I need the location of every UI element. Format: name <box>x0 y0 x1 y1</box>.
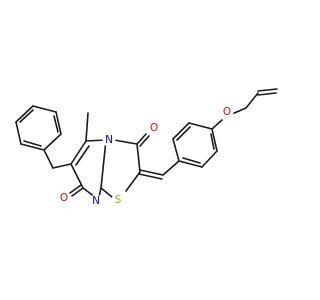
ring-sulfur: S <box>111 193 125 207</box>
bond-vinyl-double-1 <box>257 88 278 92</box>
bond-ring-b-3 <box>15 105 34 123</box>
bond-ring-a-inner-2 <box>182 157 201 164</box>
bond-ring-b-inner-3 <box>53 115 59 133</box>
molecule-structure: O O N S N O <box>15 88 278 208</box>
bond-ch2-phenyl <box>43 149 54 169</box>
bond-ring-b-1 <box>20 143 45 151</box>
bond-n-c8a <box>100 139 107 189</box>
bond-ring-b-2 <box>15 121 22 145</box>
carbonyl-oxygen-top-label: O <box>150 122 158 134</box>
carbonyl-oxygen-bottom: O <box>57 191 71 205</box>
bond-c2-c3 <box>136 143 141 173</box>
bond-ring-a-inner-3 <box>176 126 191 141</box>
bond-ring-a-2 <box>201 150 218 168</box>
bond-ring-b-inner-2 <box>19 109 34 123</box>
bond-c3-n <box>113 139 138 145</box>
bond-s-c8a <box>100 187 113 198</box>
bond-c3-o-double-1 <box>136 133 147 145</box>
bond-methine-c2-double-2 <box>138 173 163 180</box>
bond-methine-c2-double-1 <box>139 169 164 176</box>
bond-ring-a-3 <box>178 160 203 168</box>
bond-vinyl-double-2 <box>257 92 277 96</box>
imine-nitrogen: N <box>89 194 103 208</box>
bond-ring-b-4 <box>32 105 57 113</box>
bond-c7-o-double-1 <box>71 187 84 197</box>
atom-labels: O O N S N O <box>57 105 234 208</box>
ether-oxygen-label: O <box>223 106 231 118</box>
bond-ch2-o <box>231 107 247 115</box>
bond-ring-a-5 <box>172 122 190 140</box>
bond-ring-b-inner-1 <box>23 140 42 147</box>
bond-c5-c6-inner <box>75 145 90 166</box>
imine-nitrogen-label: N <box>92 195 100 207</box>
ring-nitrogen-label: N <box>105 134 113 146</box>
bond-o-aryl <box>211 119 223 130</box>
ether-oxygen: O <box>220 105 234 119</box>
bond-aryl-methine <box>162 160 180 176</box>
bond-ring-a-4 <box>172 138 180 162</box>
bond-c2-s <box>125 171 141 192</box>
bond-ring-b-5 <box>55 111 62 135</box>
bond-ring-a-inner-1 <box>210 133 215 150</box>
bond-c3-o-double-2 <box>139 135 150 147</box>
ring-sulfur-label: S <box>115 194 122 206</box>
bond-allyl-ch-ch2 <box>245 92 259 109</box>
carbonyl-oxygen-bottom-label: O <box>60 192 68 204</box>
carbonyl-oxygen-top: O <box>147 121 161 135</box>
bond-ring-a-6 <box>188 122 213 130</box>
bond-ring-b-6 <box>43 133 62 151</box>
bonds <box>15 88 278 198</box>
ring-nitrogen: N <box>102 133 116 147</box>
bond-c7-o-double-2 <box>69 184 82 194</box>
bond-c5-c6 <box>70 140 87 165</box>
bond-c5-methyl <box>85 112 89 142</box>
bond-c6-ch2 <box>52 163 72 169</box>
bond-c6-c7 <box>70 163 84 189</box>
bond-ring-a-1 <box>211 128 218 152</box>
